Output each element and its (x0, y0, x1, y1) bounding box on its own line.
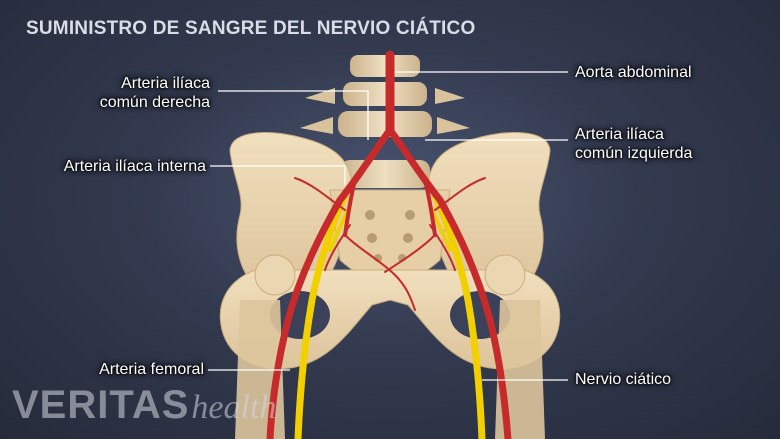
brand-logo-sub: health (191, 389, 277, 426)
label-femoral: Arteria femoral (99, 361, 204, 378)
leader-lines (208, 71, 568, 381)
label-iliaca-comun-izquierda: Arteria ilíaca común izquierda (575, 125, 692, 163)
label-aorta-abdominal: Aorta abdominal (575, 64, 692, 81)
label-iliaca-interna: Arteria ilíaca interna (63, 158, 206, 175)
label-iliaca-comun-derecha: Arteria ilíaca común derecha (60, 74, 210, 112)
label-iliaca-comun-derecha-line1: Arteria ilíaca (121, 75, 210, 92)
brand-logo: VERITAS health (12, 383, 276, 427)
diagram-title: SUMINISTRO DE SANGRE DEL NERVIO CIÁTICO (26, 18, 476, 39)
brand-logo-main: VERITAS (12, 383, 190, 427)
label-iliaca-comun-izquierda-line1: Arteria ilíaca (575, 126, 664, 143)
label-iliaca-comun-derecha-line2: común derecha (99, 94, 210, 111)
label-nervio-ciatico: Nervio ciático (575, 371, 672, 388)
label-iliaca-comun-izquierda-line2: común izquierda (575, 145, 693, 162)
